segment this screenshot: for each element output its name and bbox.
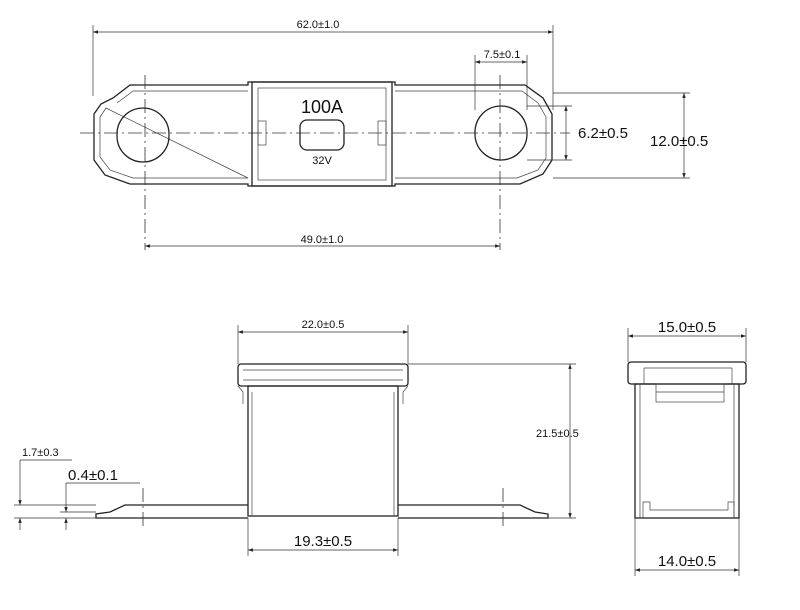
fuse-body-outer (251, 81, 393, 187)
front-height-dim: 21.5±0.5 (536, 428, 579, 440)
slot-width-dim: 6.2±0.5 (578, 125, 628, 142)
overall-width-dim: 12.0±0.5 (650, 133, 708, 150)
fuse-rating-label: 100A (301, 97, 343, 117)
slot-length-dim: 7.5±0.1 (484, 49, 521, 61)
hole-spacing-dim: 49.0±1.0 (301, 234, 344, 246)
top-view: 100A 32V 62.0±1.0 7.5±0.1 6.2±0.5 12.0±0… (80, 19, 708, 250)
front-terminal-left (95, 504, 248, 519)
fuse-window (299, 119, 345, 151)
side-body (634, 383, 740, 519)
front-view: 22.0±0.5 21.5±0.5 19.3±0.5 1.7±0.3 0.4±0… (14, 319, 579, 556)
front-body (247, 385, 399, 517)
front-top-width-dim: 22.0±0.5 (302, 319, 345, 331)
side-clip (655, 383, 725, 403)
side-cap (627, 361, 747, 385)
side-top-width-dim: 15.0±0.5 (658, 319, 716, 336)
left-slot (116, 107, 170, 163)
terminal-plate-inner (99, 90, 547, 179)
front-cap (237, 363, 409, 387)
side-bottom-width-dim: 14.0±0.5 (658, 553, 716, 570)
terminal-thickness-dim: 1.7±0.3 (22, 447, 59, 459)
front-terminal-right (398, 504, 549, 519)
overall-length-dim: 62.0±1.0 (297, 19, 340, 31)
side-base (642, 501, 735, 518)
side-view: 15.0±0.5 14.0±0.5 (627, 319, 747, 576)
fuse-voltage-label: 32V (312, 155, 332, 167)
front-bottom-width-dim: 19.3±0.5 (294, 533, 352, 550)
terminal-offset-dim: 0.4±0.1 (68, 467, 118, 484)
